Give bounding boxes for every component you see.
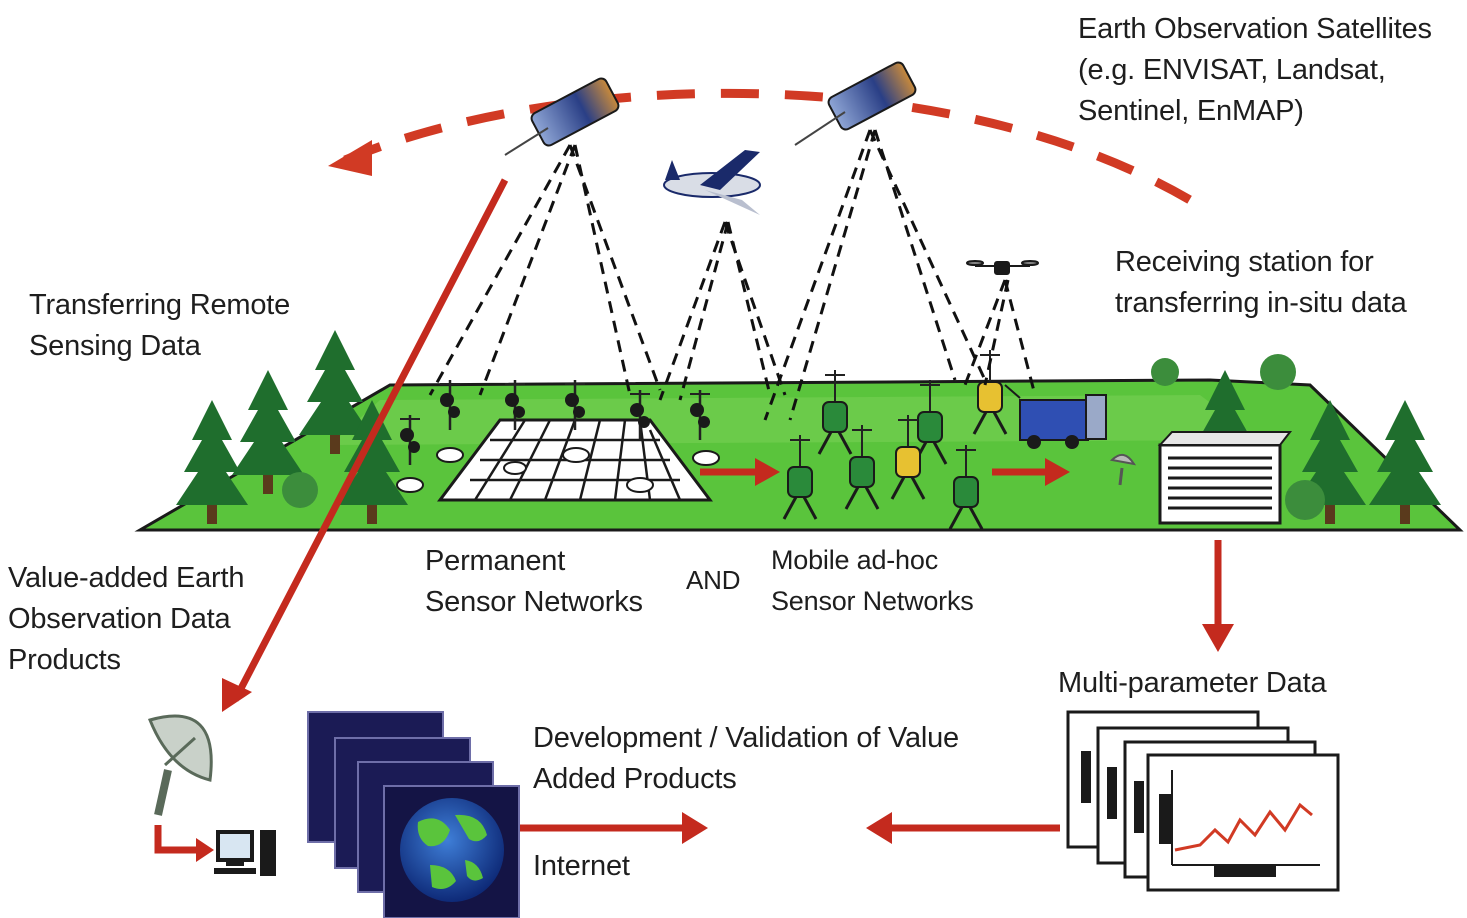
label-earth-observation-satellites: Earth Observation Satellites (e.g. ENVIS…	[1078, 13, 1432, 127]
label-multi-parameter-data: Multi-parameter Data	[1058, 667, 1327, 699]
label-development-validation: Development / Validation of Value Added …	[533, 722, 959, 795]
label-internet: Internet	[533, 850, 630, 882]
satellite-dish-icon	[147, 714, 213, 816]
airplane-icon	[663, 150, 761, 215]
label-receiving-station: Receiving station for transferring in-si…	[1115, 246, 1407, 319]
flow-arrowheads	[196, 458, 1234, 862]
label-value-added-products: Value-added Earth Observation Data Produ…	[8, 562, 245, 676]
satellite-icon	[504, 61, 917, 156]
label-transferring-remote-sensing: Transferring Remote Sensing Data	[29, 289, 291, 362]
label-and: AND	[686, 565, 741, 595]
truck-icon	[1004, 384, 1107, 449]
drone-icon	[966, 260, 1039, 275]
label-mobile-sensor-networks: Mobile ad-hoc Sensor Networks	[771, 545, 974, 616]
label-permanent-sensor-networks: Permanent Sensor Networks	[425, 545, 643, 618]
server-rack-icon	[1157, 431, 1293, 525]
data-chart-icon	[1066, 710, 1340, 892]
computer-icon	[214, 830, 276, 876]
orbit-arrowhead	[328, 140, 372, 176]
satellite-dish-icon	[1109, 453, 1137, 486]
sensor-node-icon	[396, 447, 720, 493]
earth-globe-icon	[307, 711, 520, 918]
tree-icon	[282, 354, 1325, 520]
sensor-footprint-lines	[428, 129, 1037, 421]
orbit-path	[343, 88, 1193, 204]
flow-arrows	[154, 178, 1222, 854]
